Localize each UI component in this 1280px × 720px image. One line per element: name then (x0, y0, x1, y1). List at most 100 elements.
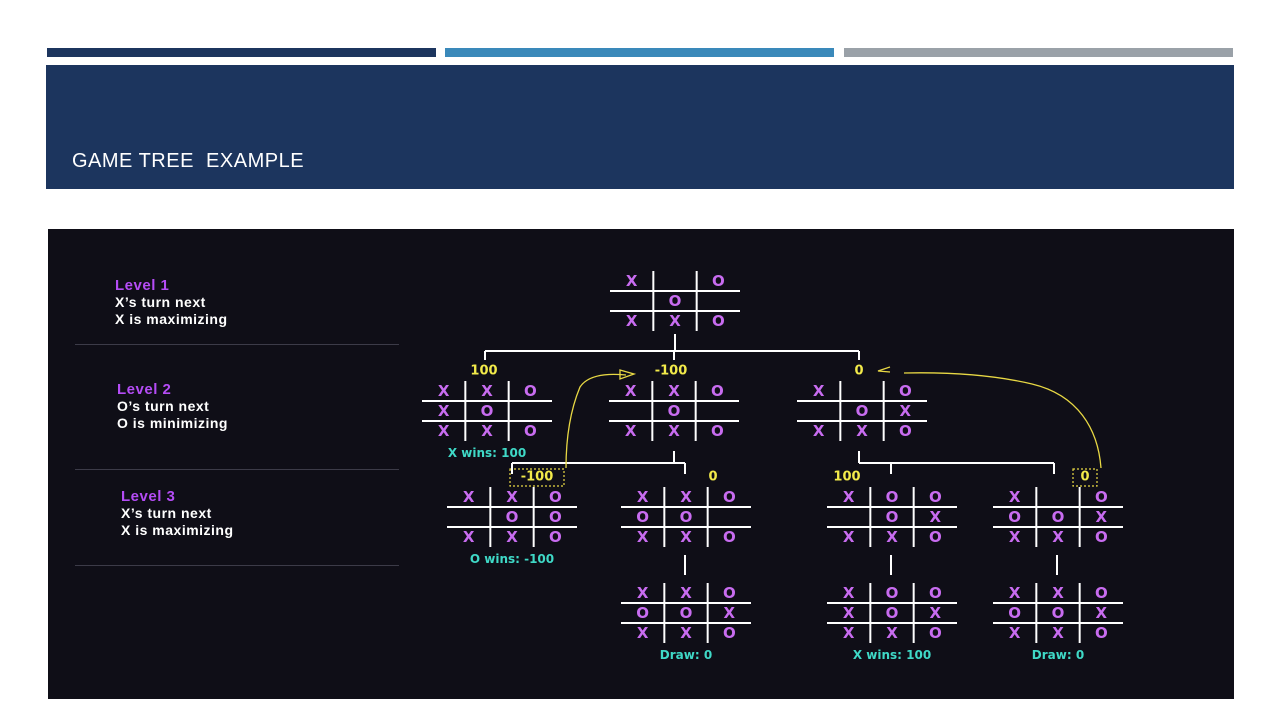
o-mark: O (636, 508, 649, 526)
level-2-label: Level 2 O’s turn next O is minimizing (117, 381, 228, 432)
o-mark: O (506, 508, 519, 526)
x-mark: X (1052, 624, 1064, 642)
minimax-score: -100 (521, 470, 554, 485)
x-mark: X (463, 528, 475, 546)
o-mark: O (680, 508, 693, 526)
o-mark: O (1008, 604, 1021, 622)
o-mark: O (886, 584, 899, 602)
x-mark: X (506, 528, 518, 546)
x-mark: X (463, 488, 475, 506)
o-mark: O (899, 382, 912, 400)
o-mark: O (669, 292, 682, 310)
x-mark: X (813, 382, 825, 400)
x-mark: X (637, 624, 649, 642)
o-mark: O (636, 604, 649, 622)
level-title: Level 1 (115, 277, 170, 294)
o-mark: O (856, 402, 869, 420)
o-mark: O (712, 272, 725, 290)
x-mark: X (668, 422, 680, 440)
x-mark: X (930, 604, 942, 622)
level-title: Level 2 (117, 381, 172, 398)
minimax-score: 100 (470, 364, 497, 379)
x-mark: X (900, 402, 912, 420)
o-mark: O (549, 528, 562, 546)
o-mark: O (1052, 604, 1065, 622)
o-mark: O (711, 382, 724, 400)
x-mark: X (843, 604, 855, 622)
x-mark: X (481, 382, 493, 400)
game-tree-figure: Level 1 X’s turn next X is maximizing Le… (48, 229, 1234, 699)
x-mark: X (1009, 528, 1021, 546)
x-mark: X (481, 422, 493, 440)
level-divider (75, 565, 399, 566)
accent-bar-3 (844, 48, 1233, 57)
x-mark: X (1009, 624, 1021, 642)
o-mark: O (886, 488, 899, 506)
level-divider (75, 344, 399, 345)
o-mark: O (1095, 584, 1108, 602)
slide-title: GAME TREE EXAMPLE (72, 150, 305, 172)
x-mark: X (438, 402, 450, 420)
o-mark: O (929, 584, 942, 602)
annotation-arrow (565, 373, 627, 469)
title-band: GAME TREE EXAMPLE (46, 65, 1234, 189)
level-turn: O’s turn next (117, 398, 210, 414)
minimax-score: 0 (708, 470, 717, 485)
o-mark: O (723, 528, 736, 546)
level-role: X is maximizing (121, 522, 234, 538)
x-mark: X (843, 624, 855, 642)
x-mark: X (1096, 604, 1108, 622)
x-mark: X (637, 528, 649, 546)
o-mark: O (723, 584, 736, 602)
o-mark: O (1052, 508, 1065, 526)
minimax-score: -100 (655, 364, 688, 379)
x-mark: X (1052, 528, 1064, 546)
o-mark: O (712, 312, 725, 330)
minimax-score: 0 (1080, 470, 1089, 485)
o-mark: O (899, 422, 912, 440)
o-mark: O (1095, 528, 1108, 546)
level-turn: X’s turn next (121, 505, 212, 521)
terminal-result: Draw: 0 (660, 648, 712, 662)
x-mark: X (626, 312, 638, 330)
level-role: X is maximizing (115, 311, 228, 327)
x-mark: X (1052, 584, 1064, 602)
minimax-score: 100 (833, 470, 860, 485)
terminal-result: Draw: 0 (1032, 648, 1084, 662)
o-mark: O (549, 488, 562, 506)
o-mark: O (524, 422, 537, 440)
o-mark: O (481, 402, 494, 420)
score-highlight-box (509, 468, 565, 487)
x-mark: X (625, 382, 637, 400)
o-mark: O (1095, 624, 1108, 642)
x-mark: X (1009, 488, 1021, 506)
x-mark: X (625, 422, 637, 440)
x-mark: X (724, 604, 736, 622)
o-mark: O (524, 382, 537, 400)
x-mark: X (626, 272, 638, 290)
x-mark: X (680, 624, 692, 642)
level-1-label: Level 1 X’s turn next X is maximizing (115, 277, 228, 328)
x-mark: X (1009, 584, 1021, 602)
x-mark: X (1096, 508, 1108, 526)
x-mark: X (813, 422, 825, 440)
x-mark: X (843, 584, 855, 602)
o-mark: O (668, 402, 681, 420)
minimax-score: 0 (854, 364, 863, 379)
terminal-result: X wins: 100 (853, 648, 931, 662)
x-mark: X (886, 528, 898, 546)
x-mark: X (669, 312, 681, 330)
accent-bar-1 (47, 48, 436, 57)
o-mark: O (1095, 488, 1108, 506)
level-turn: X’s turn next (115, 294, 206, 310)
x-mark: X (856, 422, 868, 440)
terminal-result: X wins: 100 (448, 446, 526, 460)
o-mark: O (1008, 508, 1021, 526)
x-mark: X (886, 624, 898, 642)
x-mark: X (438, 382, 450, 400)
x-mark: X (843, 528, 855, 546)
o-mark: O (886, 508, 899, 526)
o-mark: O (886, 604, 899, 622)
o-mark: O (929, 624, 942, 642)
